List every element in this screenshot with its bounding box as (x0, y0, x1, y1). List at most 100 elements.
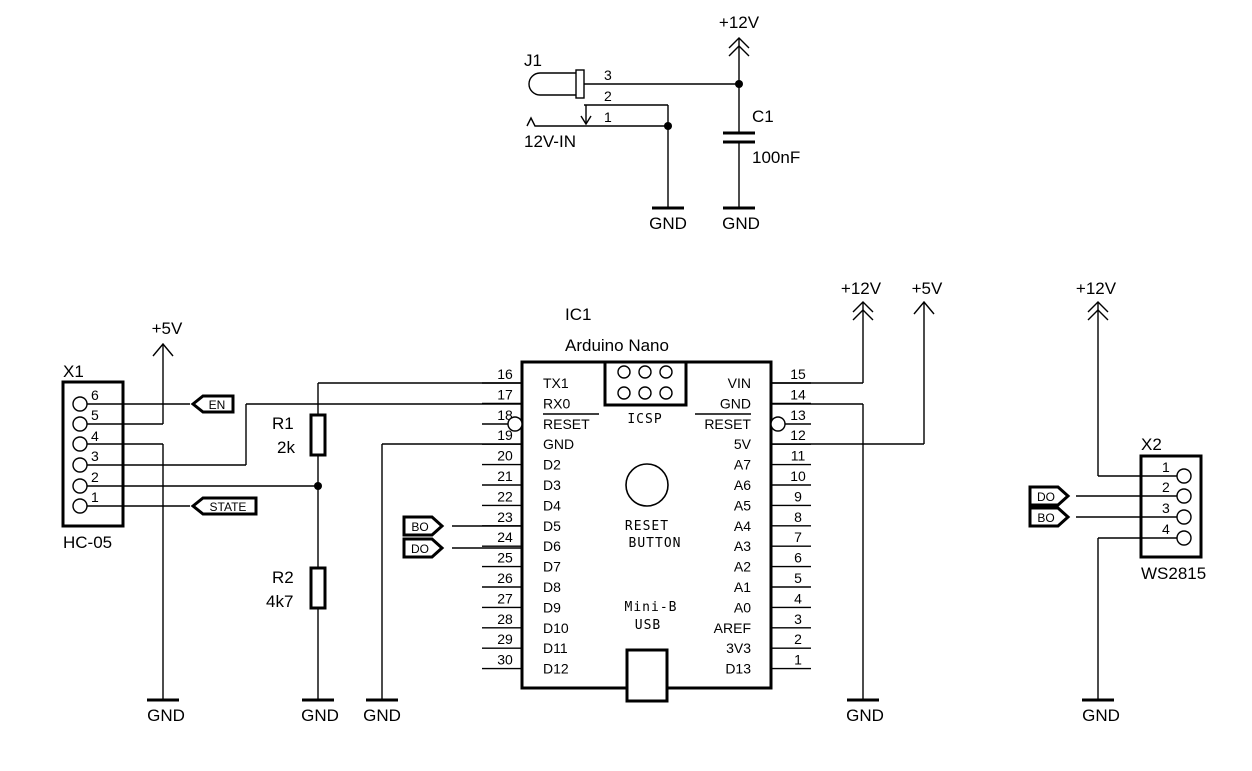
usb-label-2: USB (635, 618, 661, 633)
ic1-right-pin-name: AREF (714, 620, 751, 636)
reset-button: RESET BUTTON (625, 463, 680, 551)
j1-pin-2: 2 (604, 88, 612, 104)
gnd-label-c1: GND (722, 214, 760, 233)
x2-pin-4: 4 (1162, 521, 1170, 537)
x1-pin-4: 4 (91, 428, 99, 444)
gnd-label-hc05: GND (147, 706, 185, 725)
ic1-right-pin-number: 5 (794, 570, 802, 586)
ic1-right-pin-name: VIN (728, 375, 751, 391)
power-label-5v-nano: +5V (912, 279, 943, 298)
ic1-left-pin-name: D4 (543, 497, 561, 513)
ic1-left-pin-number: 28 (497, 611, 513, 627)
ic1-left-pin-number: 27 (497, 590, 513, 606)
ic1-right-pin-number: 1 (794, 652, 802, 668)
tag-do-nano-label: DO (411, 542, 429, 556)
c1-value: 100nF (752, 148, 800, 167)
x1-pin-5: 5 (91, 407, 99, 423)
gnd-symbol-ws2815: GND (1082, 698, 1120, 725)
ic1-right-pin-number: 10 (790, 468, 806, 484)
ic1-right-pin-number: 9 (794, 488, 802, 504)
x2-ws2815-connector: X2 WS2815 1 2 3 4 (1076, 435, 1206, 583)
x2-pin-2: 2 (1162, 479, 1170, 495)
tag-bo-nano: BO (402, 515, 445, 537)
tag-bo-nano-label: BO (411, 520, 428, 534)
x2-ref: X2 (1141, 435, 1162, 454)
divider-network: R1 2k R2 4k7 GND (245, 382, 522, 725)
ic1-right-pin-number: 2 (794, 631, 802, 647)
x1-hc05-connector: X1 HC-05 6 5 4 3 2 1 EN STATE (61, 362, 318, 552)
ic1-right-pin-number: 8 (794, 509, 802, 525)
c1-ref: C1 (752, 107, 774, 126)
usb-label-1: Mini-B (625, 600, 678, 615)
x1-pin-1: 1 (91, 489, 99, 505)
reset-button-label-1: RESET (625, 519, 669, 534)
power-symbol-12v-ws2815: +12V (1076, 279, 1117, 476)
tag-do-nano: DO (402, 537, 445, 559)
ic1-right-pin-name: A0 (734, 599, 751, 615)
ic1-right-pin-number: 11 (791, 448, 806, 464)
gnd-symbol-r2: GND (301, 698, 339, 725)
tag-bo-ws2815-label: BO (1037, 511, 1054, 525)
power-symbol-12v-nano: +12V (841, 279, 882, 383)
gnd-symbol-j1: GND (649, 206, 687, 233)
x1-name: HC-05 (63, 533, 112, 552)
ic1-left-pin-number: 24 (497, 529, 513, 545)
ic1-left-pin-name: D7 (543, 559, 561, 575)
c1-capacitor: C1 100nF (723, 80, 800, 208)
ic1-right-pin-number: 7 (794, 529, 802, 545)
ic1-left-pin-name: D8 (543, 579, 561, 595)
ic1-right-pin-name: A4 (734, 518, 751, 534)
ic1-left-pin-number: 29 (497, 631, 513, 647)
ic1-name: Arduino Nano (565, 336, 669, 355)
x1-pin-6: 6 (91, 387, 99, 403)
tag-do-ws2815-label: DO (1037, 490, 1055, 504)
ic1-left-pin-name: D12 (543, 661, 569, 677)
tag-state-label: STATE (210, 500, 247, 514)
ic1-right-pin-name: A1 (734, 579, 751, 595)
x2-pin-1: 1 (1162, 459, 1170, 475)
power-label-12v-top: +12V (719, 13, 760, 32)
tag-do-ws2815: DO (1028, 485, 1071, 507)
ic1-right-pin-number: 14 (790, 386, 806, 402)
r2-value: 4k7 (266, 592, 293, 611)
r1-resistor: R1 2k (272, 413, 327, 457)
r1-value: 2k (277, 438, 295, 457)
power-label-12v-ws2815: +12V (1076, 279, 1117, 298)
ic1-right-pin-name: GND (720, 395, 751, 411)
ic1-right-pin-name: A2 (734, 559, 751, 575)
icsp-label: ICSP (627, 412, 662, 427)
ic1-left-pin-number: 20 (497, 448, 513, 464)
r1-ref: R1 (272, 414, 294, 433)
ic1-left-pin-name: D5 (543, 518, 561, 534)
ic1-right-pins: 15VIN14GND13RESET125V11A710A69A58A47A36A… (704, 366, 811, 677)
x2-name: WS2815 (1141, 564, 1206, 583)
tag-state: STATE (190, 496, 258, 516)
j1-ref: J1 (524, 51, 542, 70)
ic1-left-pin-name: D2 (543, 457, 561, 473)
ic1-right-pin-name: A3 (734, 538, 751, 554)
ic1-left-pin-name: RESET (543, 416, 590, 432)
power-label-12v-nano: +12V (841, 279, 882, 298)
ic1-left-pin-name: RX0 (543, 395, 570, 411)
tag-en: EN (190, 394, 235, 414)
tag-en-label: EN (209, 398, 226, 412)
ic1-right-pin-number: 15 (790, 366, 806, 382)
gnd-label-j1: GND (649, 214, 687, 233)
x1-pin-3: 3 (91, 448, 99, 464)
gnd-symbol-c1: GND (722, 206, 760, 233)
ic1-ref: IC1 (565, 305, 591, 324)
ic1-left-pin-name: D6 (543, 538, 561, 554)
ic1-left-pin-name: D11 (543, 640, 568, 656)
ic1-left-pin-number: 16 (497, 366, 513, 382)
x1-pin-2: 2 (91, 469, 99, 485)
ic1-right-pin-name: 5V (734, 436, 752, 452)
gnd-symbol-hc05: GND (147, 698, 185, 725)
gnd-label-r2: GND (301, 706, 339, 725)
r2-ref: R2 (272, 568, 294, 587)
power-symbol-12v-top: +12V (719, 13, 760, 84)
ic1-right-pin-name: D13 (725, 661, 751, 677)
power-label-5v-hc05: +5V (152, 319, 183, 338)
ic1-left-pin-name: D3 (543, 477, 561, 493)
gnd-label-ws2815: GND (1082, 706, 1120, 725)
